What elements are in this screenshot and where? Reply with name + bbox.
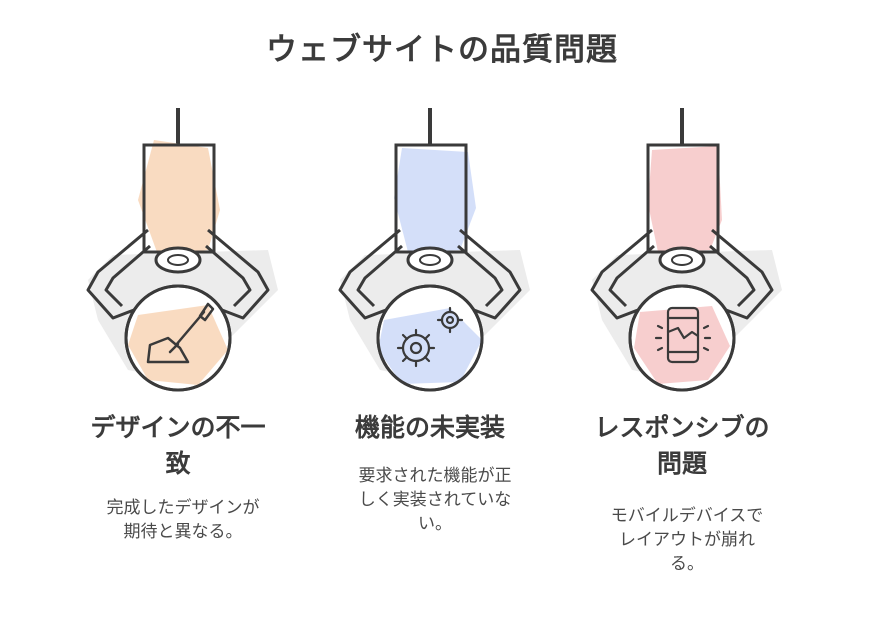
broken-phone-icon — [654, 306, 712, 364]
issue-card-responsive: レスポンシブの 問題 モバイルデバイスで レイアウトが崩れ る。 — [562, 0, 802, 618]
robot-claw-graphic — [86, 108, 278, 392]
issue-heading: 機能の未実装 — [354, 413, 505, 442]
issue-card-design: デザインの不一 致 完成したデザインが 期待と異なる。 — [58, 0, 298, 618]
diagram-title: ウェブサイトの品質問題 — [266, 32, 618, 68]
issue-card-functionality: 機能の未実装 要求された機能が正 しく実装されていな い。 — [310, 0, 550, 618]
robot-claw-graphic — [590, 108, 782, 392]
issue-description: 要求された機能が正 しく実装されていな い。 — [358, 466, 512, 534]
robot-claw-graphic — [338, 108, 530, 392]
paintbrush-icon — [146, 302, 215, 364]
issue-heading: デザインの不一 致 — [90, 413, 266, 478]
issue-description: 完成したデザインが 期待と異なる。 — [106, 498, 260, 542]
issue-heading: レスポンシブの 問題 — [594, 413, 770, 478]
gears-icon — [396, 306, 464, 368]
issue-description: モバイルデバイスで レイアウトが崩れ る。 — [610, 506, 764, 574]
